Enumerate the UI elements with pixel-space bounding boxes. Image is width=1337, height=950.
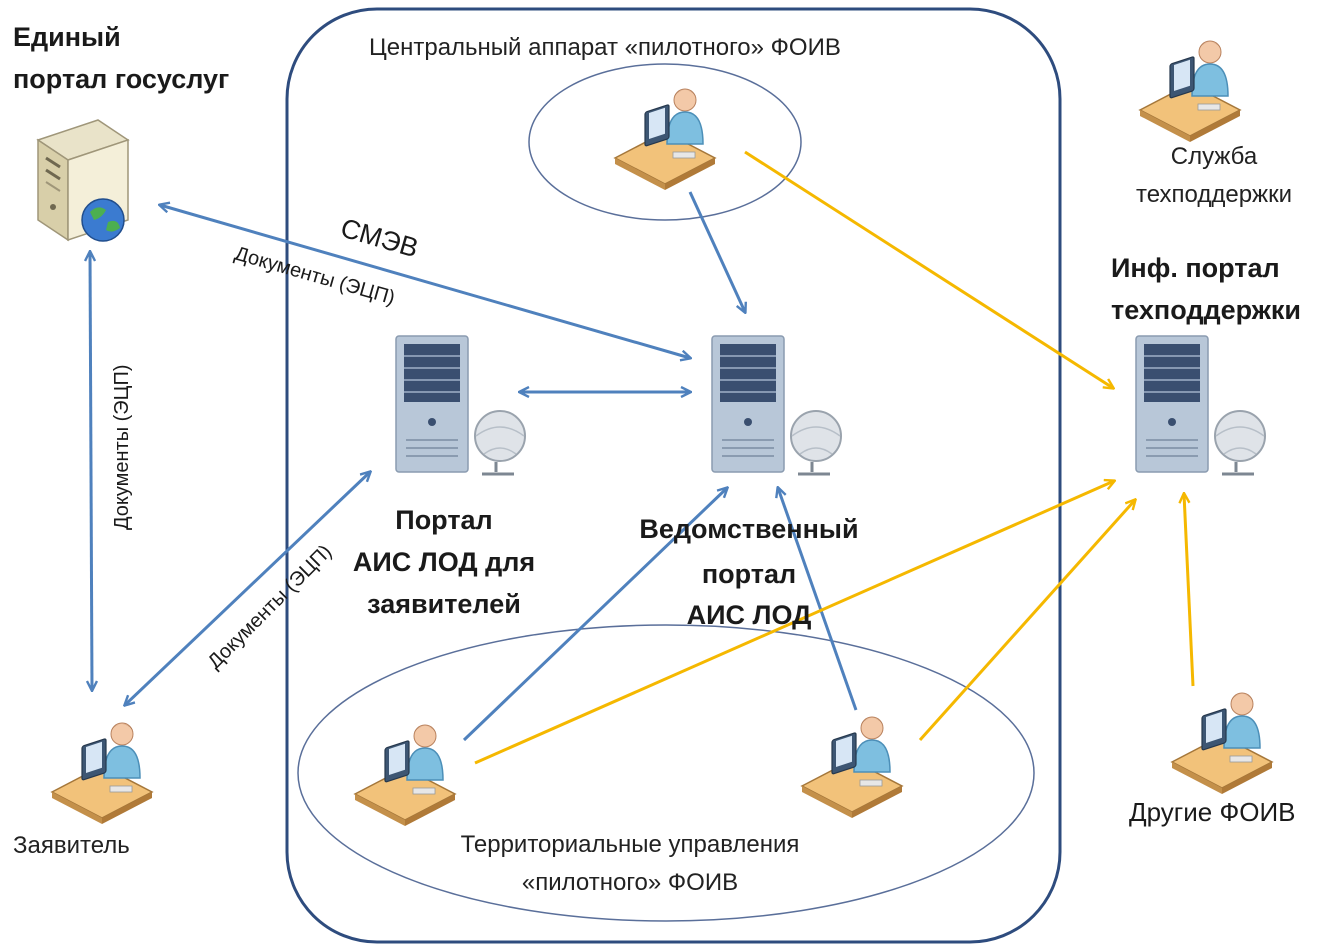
dept-portal-label-line1: Ведомственный [639, 514, 859, 544]
user-at-computer-icon [614, 88, 716, 191]
user-at-computer-icon [1139, 40, 1241, 143]
arrow-territorial-right-to-dept-portal [778, 488, 858, 711]
territorial-label-line1: Территориальные управления [460, 831, 800, 858]
arrow-other-foiv-to-inf-portal [1184, 494, 1195, 687]
server-with-globe-icon [1134, 334, 1267, 476]
docs-vertical-label: Документы (ЭЦП) [111, 364, 133, 530]
user-at-computer-icon [354, 724, 456, 827]
applicant-portal-label-line3: заявителей [367, 589, 521, 619]
territorial-units-ellipse [297, 624, 1035, 922]
arrow-central-to-inf-portal [744, 150, 1113, 388]
inf-portal-label-line1: Инф. портал [1111, 253, 1280, 283]
applicant-label: Заявитель [13, 832, 130, 859]
egpu-label-line2: портал госуслуг [13, 64, 230, 94]
arrow-territorial-left-to-inf-portal [474, 481, 1114, 765]
central-apparatus-label: Центральный аппарат «пилотного» ФОИВ [369, 34, 841, 61]
user-at-computer-icon [801, 716, 903, 819]
arrow-central-to-dept-portal [688, 191, 745, 312]
support-service-label-line2: техподдержки [1135, 181, 1293, 208]
arrow-egpu-dept-portal [160, 205, 690, 358]
support-service-label-line1: Служба [1170, 143, 1258, 170]
user-at-computer-icon [51, 722, 153, 825]
dept-portal-label-line3: АИС ЛОД [686, 600, 812, 630]
arrow-applicant-applicant-portal [125, 472, 370, 705]
arrow-territorial-left-to-dept-portal [462, 488, 727, 742]
arrow-egpu-applicant [90, 252, 92, 690]
arrow-territorial-right-to-inf-portal [918, 500, 1135, 742]
applicant-portal-label-line2: АИС ЛОД для [352, 547, 536, 577]
server-with-globe-icon [710, 334, 843, 476]
server-with-globe-icon [394, 334, 527, 476]
egpu-label-line1: Единый [13, 22, 121, 52]
applicant-portal-label-line1: Портал [395, 505, 493, 535]
dept-portal-label-line2: портал [701, 559, 797, 589]
territorial-label-line2: «пилотного» ФОИВ [521, 869, 739, 896]
web-server-icon [36, 118, 130, 243]
other-foiv-label: Другие ФОИВ [1129, 797, 1296, 827]
inf-portal-label-line2: техподдержки [1111, 295, 1302, 325]
user-at-computer-icon [1171, 692, 1273, 795]
